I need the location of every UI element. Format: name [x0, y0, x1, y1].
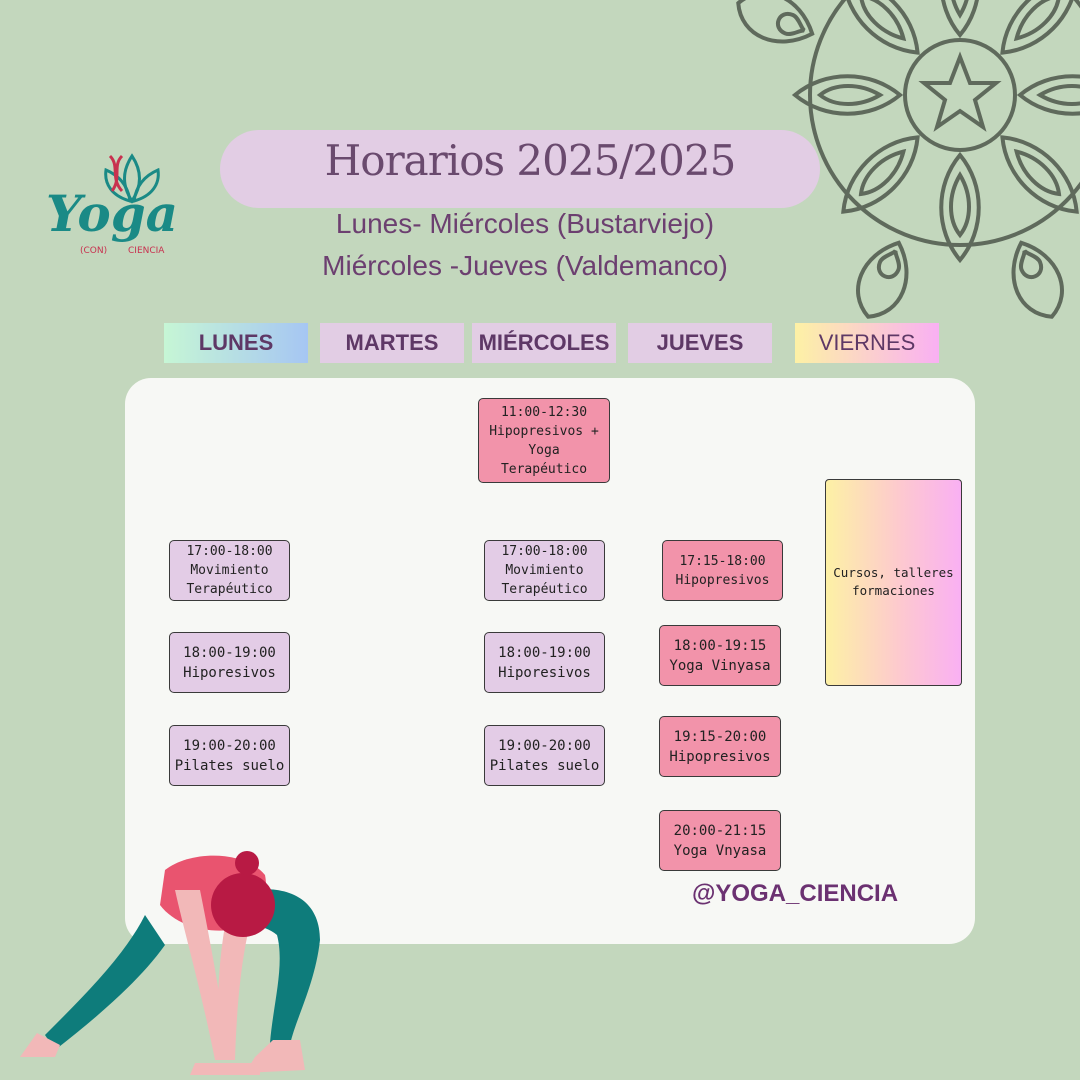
class-name: Yoga	[528, 442, 560, 458]
day-lunes: LUNES	[164, 323, 308, 363]
class-time: 17:15-18:00	[679, 553, 766, 569]
instagram-handle: @YOGA_CIENCIA	[691, 880, 899, 907]
class-time: 19:15-20:00	[673, 728, 767, 745]
class-name: Cursos, talleres	[833, 565, 954, 580]
class-time: 17:00-18:00	[186, 544, 273, 559]
class-thu-1915: 19:15-20:00 Hipopresivos	[659, 716, 781, 777]
class-name: Movimiento	[505, 563, 584, 578]
day-martes: MARTES	[320, 323, 464, 363]
class-name: Terapéutico	[501, 582, 588, 597]
page-title: Horarios 2025/2025	[324, 136, 737, 185]
class-name: Hipopresivos	[669, 748, 771, 765]
mandala-decoration	[730, 0, 1080, 360]
class-name: Pilates suelo	[489, 757, 600, 774]
class-name: Yoga Vinyasa	[669, 657, 771, 674]
day-miercoles: MIÉRCOLES	[472, 323, 616, 363]
class-time: 20:00-21:15	[673, 822, 767, 839]
class-name: Terapéutico	[186, 582, 273, 597]
class-thu-1800: 18:00-19:15 Yoga Vinyasa	[659, 625, 781, 686]
yoga-con-ciencia-logo: Yoga (CON) CIENCIA	[40, 140, 180, 270]
class-wed-1900: 19:00-20:00 Pilates suelo	[484, 725, 605, 786]
class-name: Hipopresivos	[675, 572, 770, 588]
yoga-pose-illustration	[20, 851, 320, 1075]
class-time: 19:00-20:00	[183, 737, 276, 754]
class-thu-1715: 17:15-18:00 Hipopresivos	[662, 540, 783, 601]
logo-word: Yoga	[46, 184, 179, 243]
class-name: Hipopresivos +	[489, 423, 599, 439]
class-mon-1700: 17:00-18:00 Movimiento Terapéutico	[169, 540, 290, 601]
class-time: 18:00-19:00	[498, 644, 591, 661]
class-mon-1900: 19:00-20:00 Pilates suelo	[169, 725, 290, 786]
class-name: Terapéutico	[500, 461, 588, 477]
class-time: 18:00-19:15	[673, 637, 767, 654]
class-fri-cursos: Cursos, talleres formaciones	[825, 479, 962, 686]
class-name: Hiporesivos	[498, 664, 591, 681]
class-wed-1700: 17:00-18:00 Movimiento Terapéutico	[484, 540, 605, 601]
class-time: 17:00-18:00	[501, 544, 588, 559]
class-thu-2000: 20:00-21:15 Yoga Vnyasa	[659, 810, 781, 871]
day-viernes: VIERNES	[795, 323, 939, 363]
class-name: Pilates suelo	[174, 757, 285, 774]
day-jueves: JUEVES	[628, 323, 772, 363]
subtitle-valdemanco: Miércoles -Jueves (Valdemanco)	[322, 250, 728, 281]
lotus-icon	[104, 153, 160, 204]
logo-ciencia: CIENCIA	[128, 246, 165, 256]
class-time: 18:00-19:00	[183, 644, 276, 661]
subtitle-bustarviejo: Lunes- Miércoles (Bustarviejo)	[335, 208, 715, 239]
logo-con: (CON)	[80, 246, 108, 256]
class-time: 11:00-12:30	[500, 404, 588, 420]
class-wed-1800: 18:00-19:00 Hiporesivos	[484, 632, 605, 693]
class-name: Yoga Vnyasa	[673, 842, 767, 859]
class-name: Hiporesivos	[183, 664, 276, 681]
class-name: formaciones	[852, 583, 935, 598]
class-wed-1100: 11:00-12:30 Hipopresivos + Yoga Terapéut…	[478, 398, 610, 483]
title-pill	[220, 130, 820, 208]
class-mon-1800: 18:00-19:00 Hiporesivos	[169, 632, 290, 693]
class-time: 19:00-20:00	[498, 737, 591, 754]
class-name: Movimiento	[190, 563, 269, 578]
